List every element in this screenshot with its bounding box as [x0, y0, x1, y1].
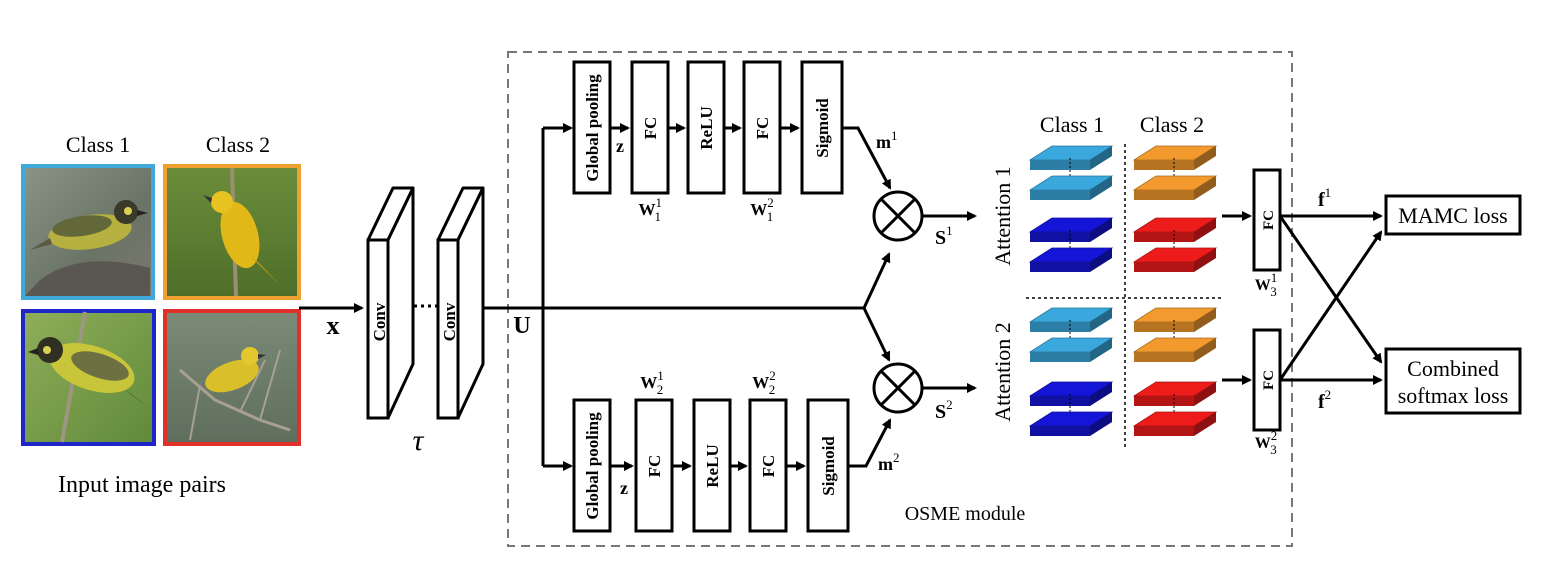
bottom-sigmoid-box	[806, 398, 850, 533]
att2-class1-dark-plate-upper	[1028, 381, 1114, 406]
att2-class2-orange-plate-lower	[1132, 337, 1218, 362]
f1-symbol: f1	[1318, 185, 1331, 211]
mamc-loss-label: MAMC loss	[1398, 203, 1507, 228]
attention-feature-plates	[1028, 145, 1218, 436]
att2-class1-light-plate-upper	[1028, 307, 1114, 332]
att2-class2-red-plate-upper	[1132, 381, 1218, 406]
bottom-s-symbol: S2	[935, 397, 953, 423]
bird-image-class1-b	[21, 309, 156, 446]
top-z-label: z	[616, 136, 624, 156]
conv-1-label: Conv	[370, 302, 389, 341]
top-fc2-label: FC	[753, 117, 772, 140]
top-relu-label: ReLU	[697, 106, 716, 149]
combined-loss-line1: Combined	[1407, 356, 1499, 381]
u-to-mult-top	[862, 252, 891, 309]
u-label: U	[513, 313, 530, 339]
bird-image-class2-a	[163, 164, 301, 300]
bird-image-class1-a	[21, 164, 155, 300]
f2-to-mamc	[1278, 230, 1383, 381]
input-caption: Input image pairs	[58, 472, 226, 498]
att1-class2-red-plate-upper	[1132, 217, 1218, 242]
att1-class1-light-plate-upper	[1028, 145, 1114, 170]
osme-module-label: OSME module	[905, 503, 1026, 525]
bottom-fc1-label: FC	[645, 455, 664, 478]
head-fc-bottom-label: FC	[1261, 370, 1277, 390]
top-sigmoid-to-mult	[842, 126, 892, 190]
att2-class2-red-plate-lower	[1132, 411, 1218, 436]
att1-class2-orange-plate-lower	[1132, 175, 1218, 200]
attention-class1-label: Class 1	[1040, 112, 1104, 137]
conv-block-1	[366, 186, 415, 420]
head-fc-top-box	[1252, 168, 1282, 272]
attention-1-label: Attention 1	[990, 166, 1015, 266]
bottom-relu-label: ReLU	[703, 444, 722, 487]
bottom-global-pooling-box	[572, 398, 612, 533]
attention-2-label: Attention 2	[990, 322, 1015, 422]
mamc-loss-box	[1384, 194, 1522, 236]
att2-class1-light-plate-lower	[1028, 337, 1114, 362]
f1-to-softmax	[1278, 215, 1383, 364]
combined-loss-line2: softmax loss	[1398, 383, 1509, 408]
top-multiply-node	[872, 190, 924, 242]
u-to-mult-bottom	[862, 307, 891, 362]
att1-class2-orange-plate-upper	[1132, 145, 1218, 170]
top-fc1-label: FC	[641, 117, 660, 140]
top-global-pooling-label: Global pooling	[583, 74, 602, 182]
input-class1-label: Class 1	[66, 132, 130, 157]
top-m-symbol: m1	[876, 128, 898, 152]
att1-class1-dark-plate-lower	[1028, 247, 1114, 272]
tau-symbol: τ	[413, 424, 425, 457]
att1-class1-light-plate-lower	[1028, 175, 1114, 200]
att1-class1-dark-plate-upper	[1028, 217, 1114, 242]
x-label: x	[327, 311, 340, 340]
bird-image-class2-b	[163, 309, 301, 446]
att2-class2-orange-plate-upper	[1132, 307, 1218, 332]
bottom-sigmoid-label: Sigmoid	[819, 436, 838, 496]
attention-class2-label: Class 2	[1140, 112, 1204, 137]
att2-class1-dark-plate-lower	[1028, 411, 1114, 436]
bottom-z-label: z	[620, 478, 628, 498]
head-fc-top-label: FC	[1261, 210, 1277, 230]
input-class2-label: Class 2	[206, 132, 270, 157]
bottom-global-pooling-label: Global pooling	[583, 412, 602, 520]
combined-loss-box	[1384, 347, 1522, 415]
bottom-fc2-label: FC	[759, 455, 778, 478]
bottom-sigmoid-to-mult	[848, 418, 892, 468]
top-s-symbol: S1	[935, 223, 953, 249]
att1-class2-red-plate-lower	[1132, 247, 1218, 272]
top-fc1-box	[630, 60, 670, 195]
conv-block-2	[436, 186, 485, 420]
osme-module-border	[507, 51, 1293, 547]
f2-symbol: f2	[1318, 387, 1331, 413]
top-sigmoid-label: Sigmoid	[813, 98, 832, 158]
top-sigmoid-box	[800, 60, 844, 195]
conv-2-label: Conv	[440, 302, 459, 341]
top-fc2-box	[742, 60, 782, 195]
bottom-relu-box	[692, 398, 732, 533]
bottom-multiply-node	[872, 362, 924, 414]
bottom-m-symbol: m2	[878, 450, 900, 474]
